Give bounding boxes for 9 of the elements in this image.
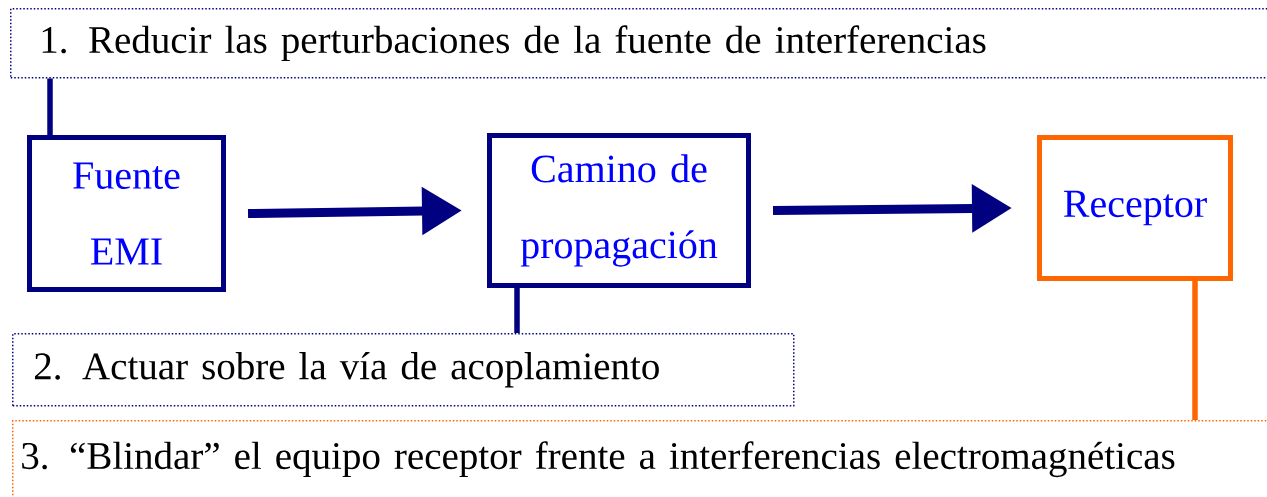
- connector-line: [514, 288, 520, 333]
- note-box: 2. Actuar sobre la vía de acoplamiento: [12, 333, 795, 407]
- process-box: Receptor: [1037, 135, 1233, 281]
- note-box: 1. Reducir las perturbaciones de la fuente de interferencias: [10, 8, 1267, 79]
- process-box: Fuente EMI: [27, 135, 226, 292]
- process-box: Camino de propagación: [487, 133, 751, 288]
- note-box: 3. “Blindar” el equipo receptor frente a interferencias electromagnéticas: [12, 420, 1267, 497]
- connector-line: [47, 78, 53, 135]
- connector-line: [1192, 281, 1198, 420]
